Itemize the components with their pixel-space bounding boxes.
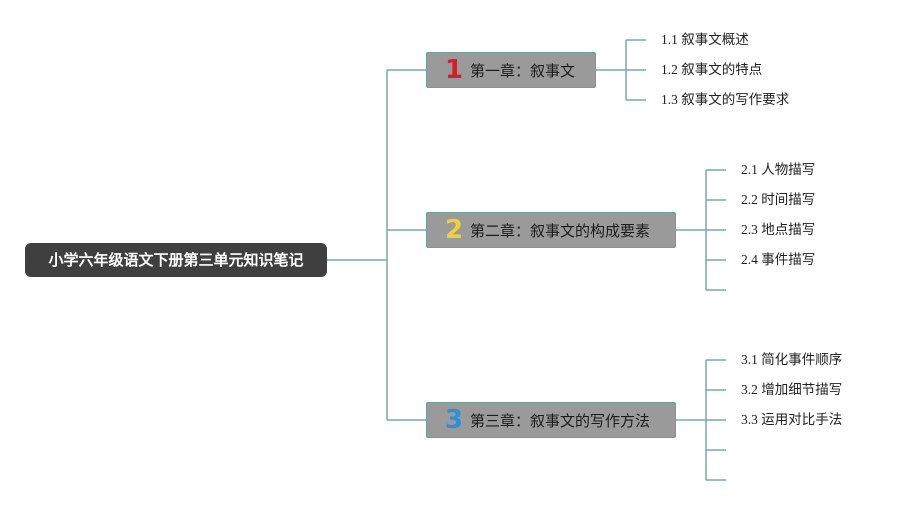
- leaf-2-2[interactable]: 2.2 时间描写: [741, 192, 816, 207]
- chapter-node-2[interactable]: 2 第二章：叙事文的构成要素: [426, 212, 676, 248]
- leaf-1-1[interactable]: 1.1 叙事文概述: [661, 32, 749, 47]
- chapter-number-3-icon: 3: [444, 405, 464, 435]
- leaf-3-3[interactable]: 3.3 运用对比手法: [741, 412, 843, 427]
- chapter-number-1-icon: 1: [444, 55, 464, 85]
- leaf-1-3[interactable]: 1.3 叙事文的写作要求: [661, 92, 790, 107]
- leaf-3-2[interactable]: 3.2 增加细节描写: [741, 382, 843, 397]
- leaf-2-4[interactable]: 2.4 事件描写: [741, 252, 816, 267]
- leaf-2-3[interactable]: 2.3 地点描写: [741, 222, 816, 237]
- chapter-node-3[interactable]: 3 第三章：叙事文的写作方法: [426, 402, 676, 438]
- chapter-number-2-icon: 2: [444, 215, 464, 245]
- chapter-title-1: 第一章：叙事文: [470, 61, 576, 80]
- chapter-title-2: 第二章：叙事文的构成要素: [470, 221, 651, 240]
- root-node[interactable]: 小学六年级语文下册第三单元知识笔记: [25, 243, 327, 277]
- chapter-node-1[interactable]: 1 第一章：叙事文: [426, 52, 596, 88]
- leaf-1-2[interactable]: 1.2 叙事文的特点: [661, 62, 763, 77]
- chapter-title-3: 第三章：叙事文的写作方法: [470, 411, 651, 430]
- leaf-2-1[interactable]: 2.1 人物描写: [741, 162, 816, 177]
- leaf-3-1[interactable]: 3.1 简化事件顺序: [741, 352, 843, 367]
- root-title: 小学六年级语文下册第三单元知识笔记: [48, 251, 304, 269]
